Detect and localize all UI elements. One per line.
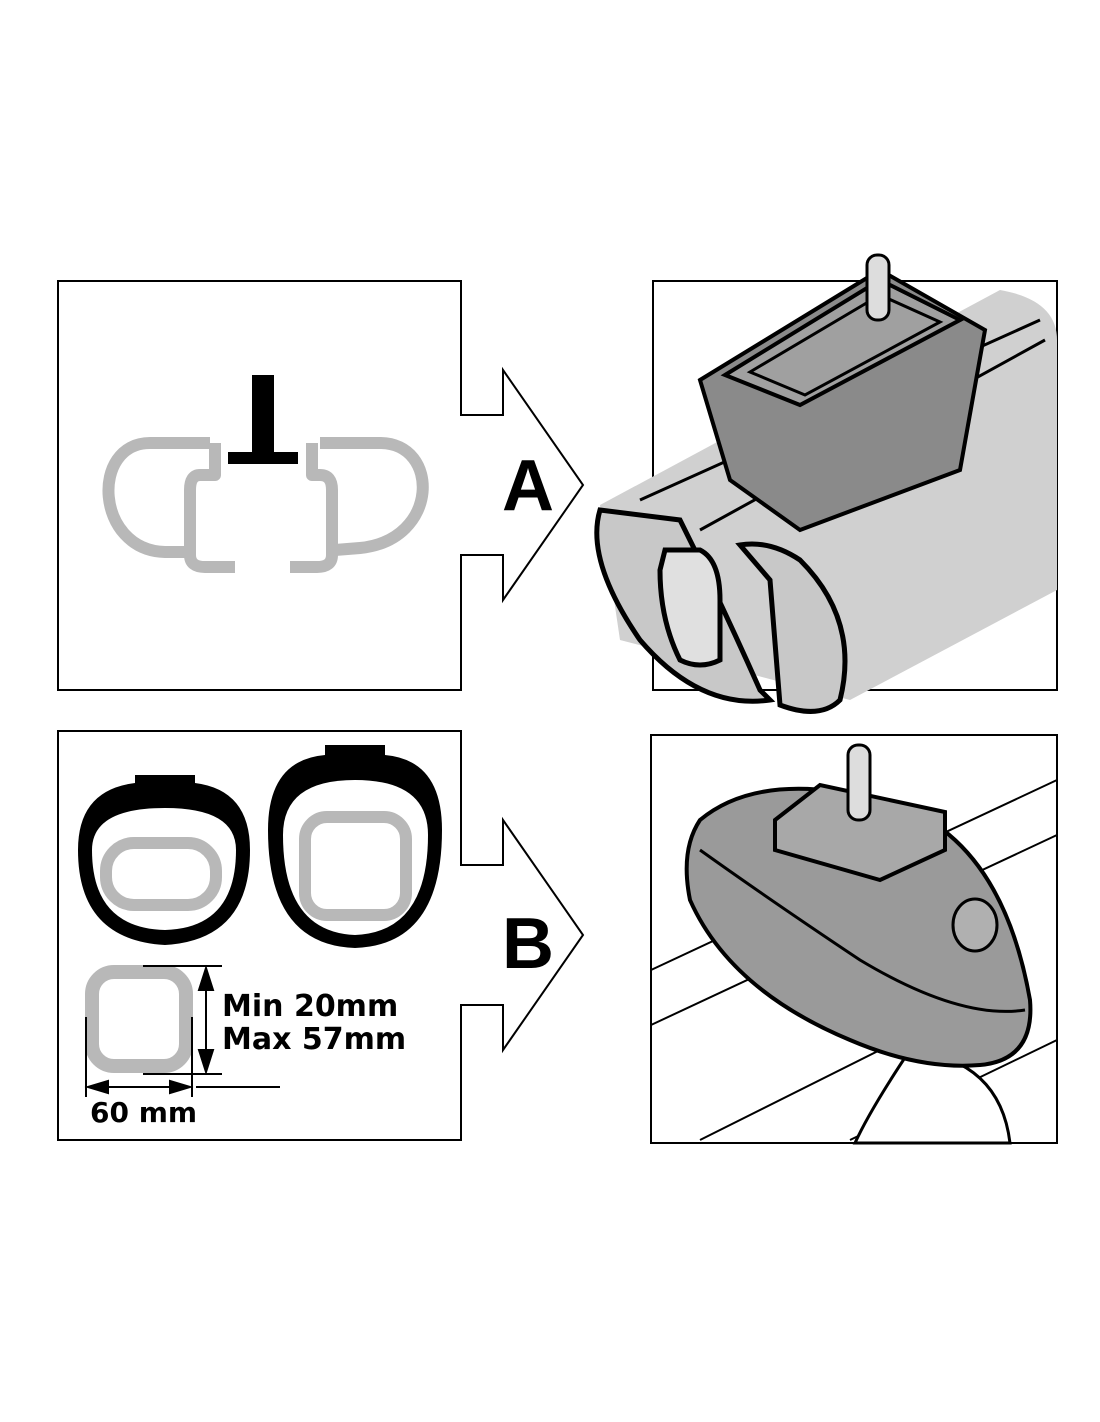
panel-a-fitting xyxy=(594,253,1058,714)
min-height-label: Min 20mm xyxy=(222,989,398,1024)
width-label: 60 mm xyxy=(90,1096,197,1129)
panel-a-profile xyxy=(57,280,585,691)
lock-knob xyxy=(951,897,999,953)
square-bar-section-icon xyxy=(299,811,412,921)
bar-dimension-icon xyxy=(85,965,193,1073)
mounting-pin-b xyxy=(846,743,872,822)
panel-b-profile: Min 20mm Max 57mm 60 mm xyxy=(57,730,585,1141)
panel-b-fitting xyxy=(650,734,1058,1145)
variant-b-label: B xyxy=(502,904,554,984)
dimension-lines xyxy=(84,964,280,1097)
foot-top-block xyxy=(773,782,947,883)
mounting-pin xyxy=(865,253,891,322)
t-bolt-stem xyxy=(252,375,274,455)
max-height-label: Max 57mm xyxy=(222,1022,406,1057)
t-bolt-head xyxy=(228,452,298,464)
oval-bar-section-icon xyxy=(100,837,222,911)
arrow-a-frame xyxy=(57,280,585,691)
oval-bar-end-right xyxy=(735,541,848,714)
variant-a-label: A xyxy=(502,446,554,526)
t-slot-bar-profile-icon xyxy=(102,437,429,573)
